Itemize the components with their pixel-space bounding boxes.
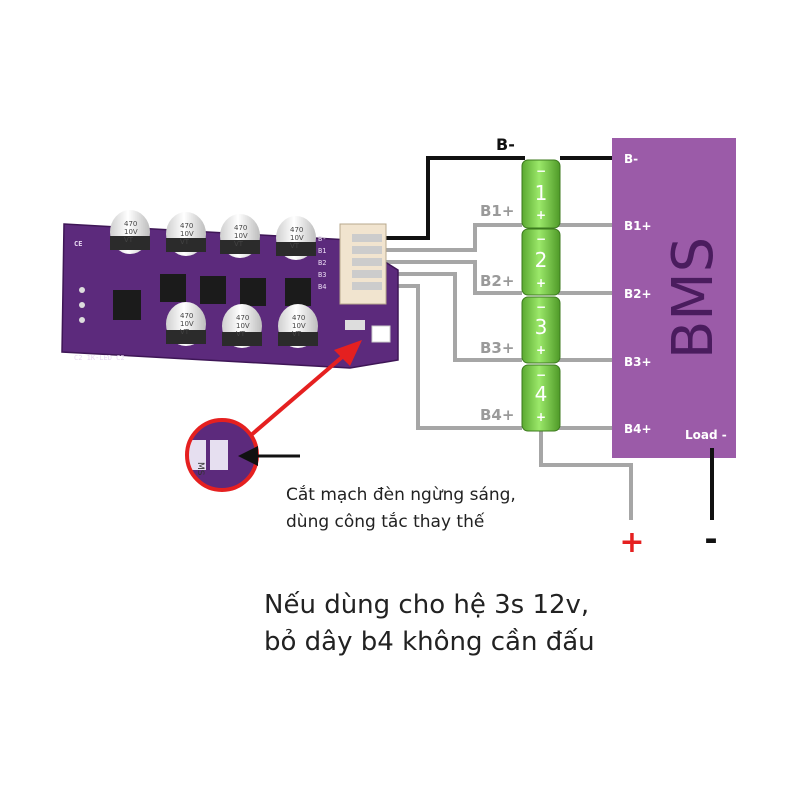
cell-2-minus: −: [536, 232, 546, 246]
svg-text:VT: VT: [292, 330, 302, 338]
bms-title: BMS: [661, 237, 726, 359]
caption-line-2: bỏ dây b4 không cần đấu: [264, 627, 595, 657]
svg-text:10V: 10V: [124, 228, 138, 236]
tap-wire-b2: [355, 260, 522, 295]
svg-text:470: 470: [290, 226, 303, 234]
svg-text:VT: VT: [124, 236, 134, 244]
cell-1-minus: −: [536, 164, 546, 178]
zoom-label: MS: [195, 462, 205, 476]
ic-chip: [160, 274, 186, 302]
capacitor: 470 10V VT: [222, 304, 262, 348]
capacitor: 470 10V VT: [220, 214, 260, 258]
svg-text:470: 470: [234, 224, 247, 232]
load-minus-terminal: -: [704, 520, 717, 558]
pack-plus-wire: [539, 430, 633, 520]
capacitor: 470 10V VT: [276, 216, 316, 260]
tap-label-b4: B4+: [480, 406, 514, 424]
led-component: [345, 320, 365, 330]
cell-3-plus: +: [536, 343, 546, 357]
svg-text:470: 470: [124, 220, 137, 228]
led-jumper-pad: [371, 325, 391, 343]
svg-text:VT: VT: [290, 242, 300, 250]
svg-text:470: 470: [236, 314, 249, 322]
connector-pin-b-minus: B-: [318, 235, 326, 243]
pcb-silkscreen: C2 1K-LED C2: [74, 354, 125, 362]
b-minus-wire-label: B-: [496, 135, 515, 154]
note-line-2: dùng công tắc thay thế: [286, 511, 485, 532]
ic-chip: [240, 278, 266, 306]
svg-text:VT: VT: [180, 328, 190, 336]
svg-text:VT: VT: [236, 330, 246, 338]
callout-arrow: [248, 340, 362, 438]
bms-pin-b2: B2+: [624, 287, 652, 301]
svg-text:10V: 10V: [292, 322, 306, 330]
bms-body: [612, 138, 736, 458]
pointer-arrow: [238, 446, 300, 466]
note-line-1: Cắt mạch đèn ngừng sáng,: [286, 484, 516, 505]
cell-4-number: 4: [535, 382, 548, 406]
capacitor: 470 10V VT: [110, 210, 150, 254]
svg-text:470: 470: [180, 312, 193, 320]
svg-text:10V: 10V: [234, 232, 248, 240]
tap-wires: [355, 223, 633, 520]
cell-3-minus: −: [536, 300, 546, 314]
battery-cell-3: − 3 +: [521, 296, 561, 364]
capacitor: 470 10V VT: [278, 304, 318, 348]
battery-cell-4: − 4 +: [521, 364, 561, 432]
svg-text:VT: VT: [180, 238, 190, 246]
ic-chip: [200, 276, 226, 304]
tap-wire-b1: [355, 223, 522, 252]
ic-chip: [285, 278, 311, 306]
svg-text:10V: 10V: [180, 320, 194, 328]
bms-pin-b1: B1+: [624, 219, 652, 233]
bms-pin-b4: B4+: [624, 422, 652, 436]
battery-cells: − 1 + − 2 + − 3 + − 4 +: [521, 159, 561, 432]
connector-pin-b3: B3: [318, 271, 326, 279]
tap-label-b1: B1+: [480, 202, 514, 220]
main-wires: [355, 156, 714, 520]
pack-plus-terminal: +: [619, 525, 644, 560]
connector-pin-b2: B2: [318, 259, 326, 267]
cell-2-plus: +: [536, 276, 546, 290]
b-minus-wire: [355, 156, 525, 240]
svg-text:10V: 10V: [236, 322, 250, 330]
tap-label-b3: B3+: [480, 339, 514, 357]
balance-connector: B- B1 B2 B3 B4: [318, 223, 387, 305]
cell-4-plus: +: [536, 410, 546, 424]
connector-pin-b4: B4: [318, 283, 326, 291]
battery-cell-2: − 2 +: [521, 228, 561, 296]
svg-text:VT: VT: [234, 240, 244, 248]
cell-4-minus: −: [536, 368, 546, 382]
cell-2-number: 2: [535, 248, 548, 272]
capacitor: 470 10V VT: [166, 302, 206, 346]
cell-3-number: 3: [535, 315, 548, 339]
bms-module: BMS B- B1+ B2+ B3+ B4+ Load -: [612, 138, 736, 458]
caption-line-1: Nếu dùng cho hệ 3s 12v,: [264, 590, 589, 620]
connector-pin-b1: B1: [318, 247, 326, 255]
bms-pin-b-minus: B-: [624, 152, 638, 166]
battery-cell-1: − 1 +: [521, 159, 561, 229]
tap-label-b2: B2+: [480, 272, 514, 290]
bms-pin-b3: B3+: [624, 355, 652, 369]
svg-text:470: 470: [292, 314, 305, 322]
bms-load-label: Load -: [685, 428, 727, 442]
balancer-board: CE C2 1K-LED C2 470 10V VT 470 10V VT 47…: [61, 210, 399, 369]
ic-chip: [113, 290, 141, 320]
cell-1-plus: +: [536, 208, 546, 222]
svg-text:470: 470: [180, 222, 193, 230]
svg-text:10V: 10V: [180, 230, 194, 238]
ce-mark: CE: [74, 240, 82, 248]
tap-wire-b3: [355, 272, 522, 362]
cell-1-number: 1: [535, 181, 548, 205]
svg-text:10V: 10V: [290, 234, 304, 242]
capacitor: 470 10V VT: [166, 212, 206, 256]
